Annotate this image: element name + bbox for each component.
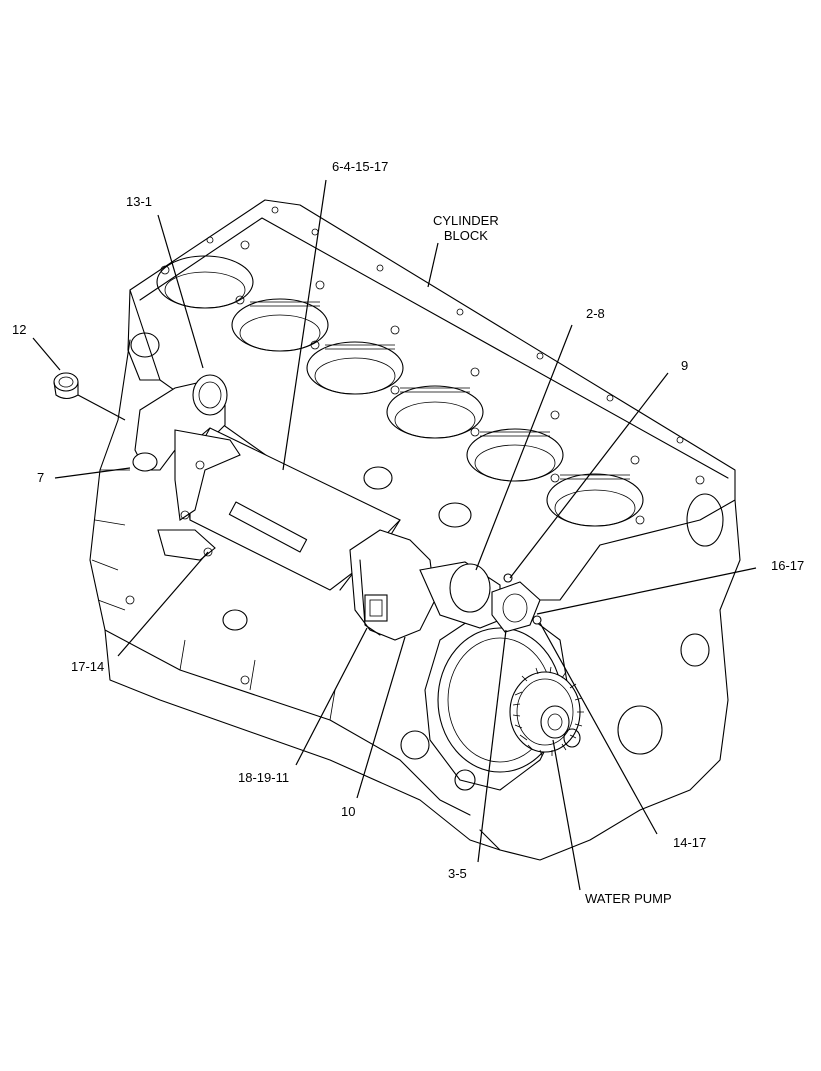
callout-2-8: 2-8 [586, 306, 605, 321]
plug-part [53, 372, 79, 400]
leader-lines [32, 179, 757, 891]
callout-18-19-11: 18-19-11 [238, 770, 290, 785]
callout-water-pump: WATER PUMP [585, 891, 672, 906]
callout-14-17: 14-17 [673, 835, 707, 850]
callout-16-17: 16-17 [771, 558, 805, 573]
callout-12: 12 [12, 322, 27, 337]
oil-cooler-assembly [132, 374, 542, 641]
water-pump-gear [509, 666, 584, 757]
callout-3-5: 3-5 [448, 866, 467, 881]
cylinder-block [89, 199, 741, 861]
callout-13-1: 13-1 [126, 194, 153, 209]
cylinder-bores [156, 255, 644, 527]
callout-cylinder-block: CYLINDER BLOCK [433, 213, 499, 243]
callout-17-14: 17-14 [71, 659, 105, 674]
head-bolt-holes [160, 206, 705, 525]
callout-7: 7 [37, 470, 45, 485]
callout-6-4-15-17: 6-4-15-17 [332, 159, 389, 174]
callout-9: 9 [681, 358, 689, 373]
callout-10: 10 [341, 804, 356, 819]
